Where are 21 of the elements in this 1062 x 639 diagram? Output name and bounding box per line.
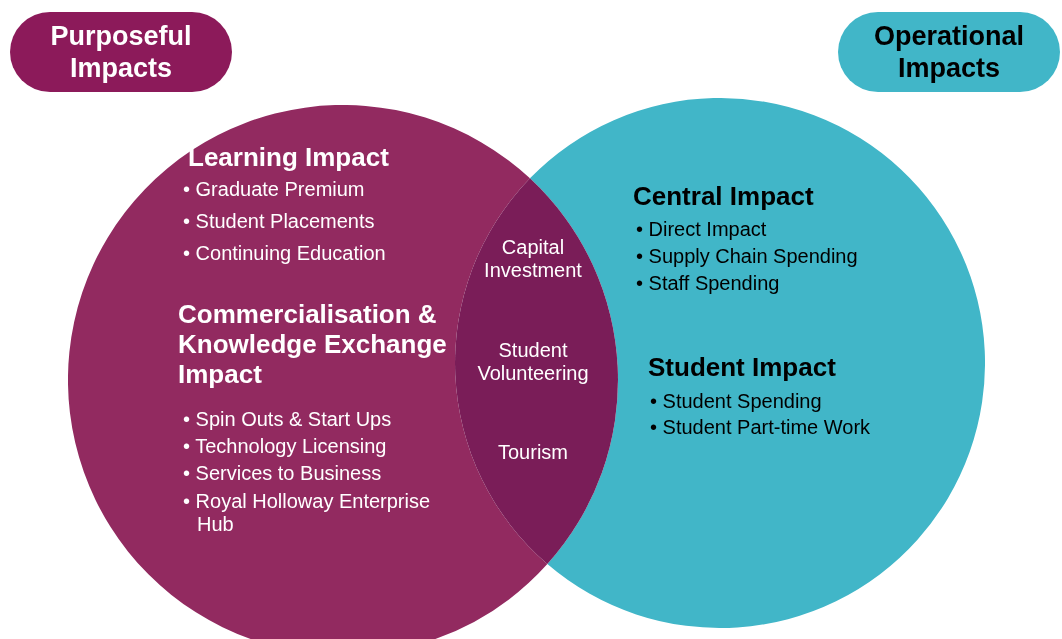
list-item: • Graduate Premium [183, 178, 366, 201]
overlap-item: Tourism [497, 441, 569, 464]
section-heading: Learning Impact [188, 143, 390, 173]
overlap-item: Student Volunteering [476, 339, 590, 385]
list-item: • Student Part-time Work [650, 416, 872, 439]
list-item: • Student Placements [183, 210, 376, 233]
list-item: • Spin Outs & Start Ups [183, 408, 393, 431]
list-item: • Royal Holloway Enterprise Hub [183, 490, 432, 536]
section-heading: Student Impact [648, 353, 837, 383]
list-item: • Continuing Education [183, 242, 387, 265]
list-item: • Direct Impact [636, 218, 768, 241]
section-heading: Central Impact [633, 182, 815, 212]
list-item: • Staff Spending [636, 272, 781, 295]
category-label: Purposeful Impacts [49, 19, 193, 85]
overlap-item: Capital Investment [483, 236, 583, 282]
list-item: • Student Spending [650, 390, 823, 413]
category-label: Operational Impacts [873, 19, 1025, 85]
list-item: • Technology Licensing [183, 435, 388, 458]
list-item: • Services to Business [183, 462, 383, 485]
list-item: • Supply Chain Spending [636, 245, 859, 268]
section-heading: Commercialisation & Knowledge Exchange Impact [178, 300, 448, 390]
